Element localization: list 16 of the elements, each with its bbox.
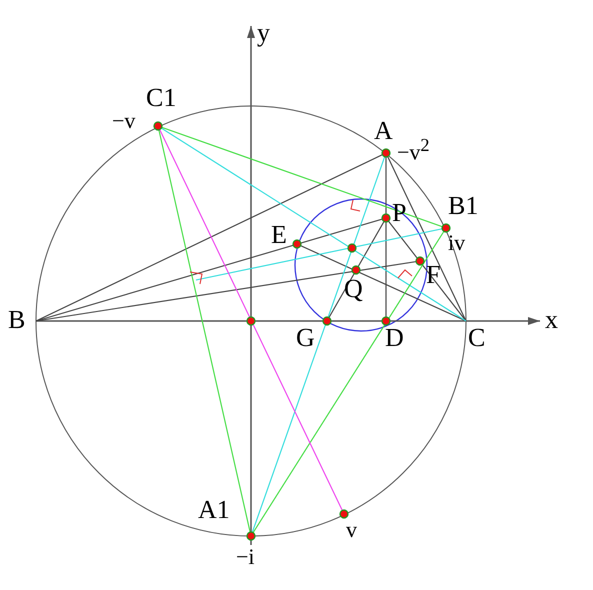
axis-label: y xyxy=(257,20,270,46)
complex-number-label: −i xyxy=(236,544,255,570)
point-label: G xyxy=(296,325,315,351)
point-label: C xyxy=(468,325,486,351)
complex-number-label: v xyxy=(346,517,357,543)
axis-label: x xyxy=(545,307,558,333)
point-label: B xyxy=(8,307,26,333)
point-label: E xyxy=(271,222,287,248)
point-label: A xyxy=(374,118,393,144)
point-label: A1 xyxy=(198,497,230,523)
complex-number-label: −v xyxy=(112,108,136,134)
point-label: C1 xyxy=(146,85,176,111)
point-label: Q xyxy=(344,276,363,302)
point-label: D xyxy=(385,325,404,351)
complex-number-label: −v$^{2}$ xyxy=(397,134,430,166)
point-label: B1 xyxy=(448,193,478,219)
